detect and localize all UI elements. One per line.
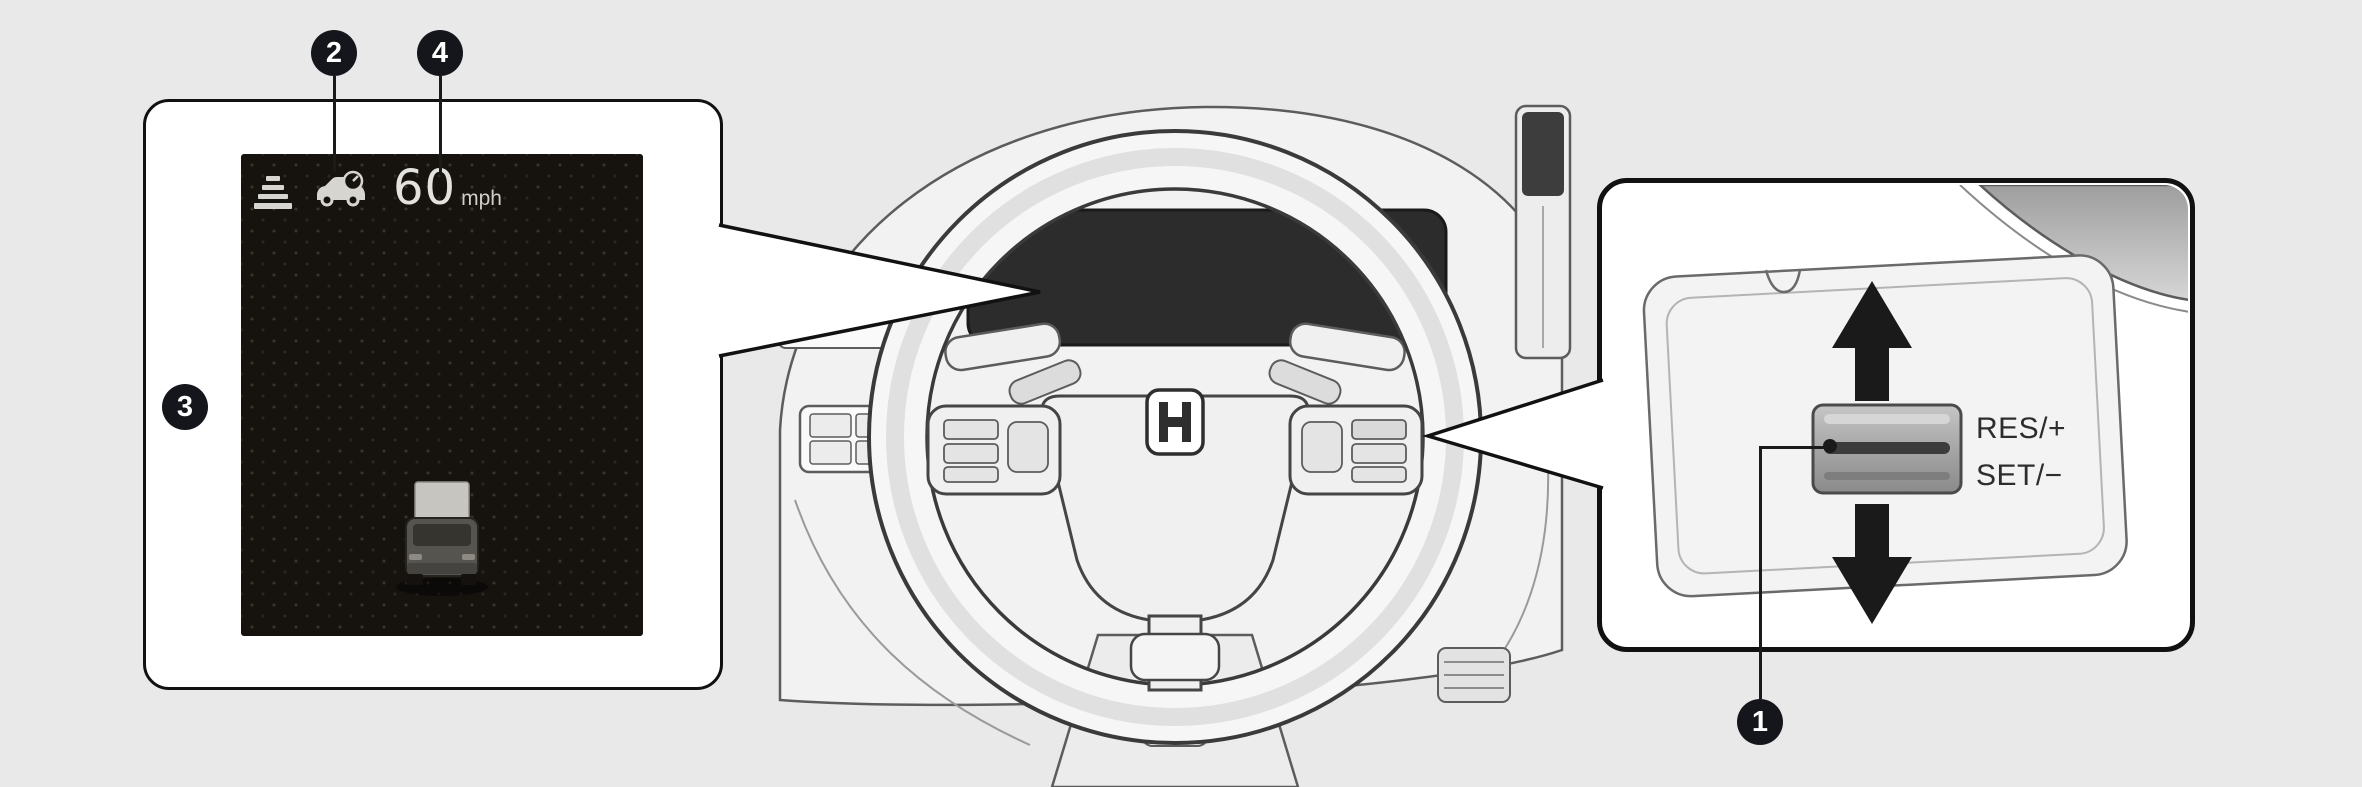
callout-marker-3: 3 [162,384,208,430]
marker-1-leader-line-vertical [1759,447,1762,699]
speed-value: 60 [393,160,457,216]
marker-1-leader-dot [1823,439,1837,453]
honda-logo [1145,388,1205,456]
wiper-stalk [1288,322,1406,372]
dash-vent [777,317,907,349]
steering-switch-callout-box [1597,178,2195,652]
steering-column [1050,633,1300,787]
following-interval-bars-icon [254,176,292,209]
marker-2-leader-line [333,76,336,172]
instrument-panel-screen [966,208,1448,347]
speed-unit: mph [461,187,502,210]
callout-marker-2: 2 [311,30,357,76]
cluster-display-callout-box: 60 mph [143,99,723,690]
turn-signal-stalk [944,322,1062,372]
res-plus-label: RES/+ [1976,412,2067,445]
driver-display-screen: 60 mph [241,154,643,636]
detected-vehicle-rear-graphic [396,481,488,596]
set-speed-readout: 60 mph [393,164,502,212]
cruise-switch-on-wheel [1351,419,1407,440]
left-spoke-buttons [926,404,1062,496]
wheel-hub [1040,394,1310,624]
marker-4-leader-line [439,76,442,172]
set-minus-label: SET/− [1976,459,2063,492]
right-spoke-buttons [1288,404,1424,496]
left-callout-pointer [719,225,1040,356]
wheel-rim [869,131,1481,743]
dash-button-cluster [798,404,908,474]
left-paddle [1008,359,1082,405]
callout-marker-4: 4 [417,30,463,76]
callout-marker-1: 1 [1737,699,1783,745]
marker-1-leader-line-horizontal [1759,446,1831,449]
right-paddle [1268,359,1342,405]
center-display-edge [1514,104,1572,360]
acc-set-vehicle-icon [317,170,365,207]
right-callout-pointer [1428,380,1603,488]
steering-wheel-illustration [777,104,1572,787]
lower-dash-vent [1437,647,1511,703]
